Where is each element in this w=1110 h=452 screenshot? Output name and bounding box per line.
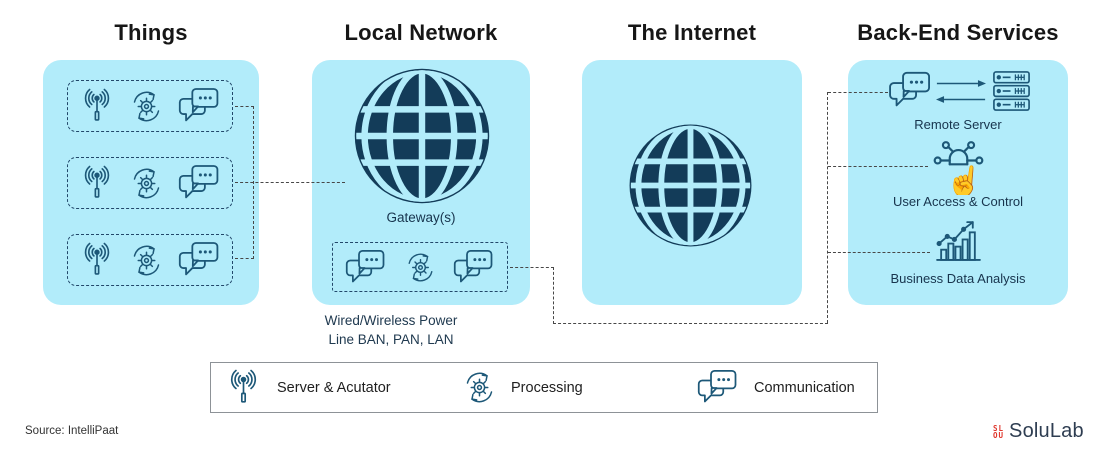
- service-label: Business Data Analysis: [890, 271, 1026, 286]
- legend-item-processing: Processing: [463, 363, 583, 412]
- column-title-internet: The Internet: [627, 20, 757, 45]
- solulab-logo-mark-icon: SL OU: [993, 423, 1005, 440]
- chat-icon: [345, 249, 387, 286]
- legend-item-communication: Communication: [697, 363, 855, 412]
- chat-icon: [178, 241, 221, 279]
- chat-icon: [178, 87, 221, 125]
- antenna-icon: [225, 369, 262, 406]
- brand-logo: SL OU SoluLab: [993, 420, 1084, 443]
- server-stack-icon: [991, 69, 1032, 114]
- logo-mark-line: SL: [993, 423, 1005, 433]
- service-label: User Access & Control: [892, 194, 1024, 209]
- column-title-backend: Back-End Services: [857, 20, 1059, 45]
- chat-icon: [697, 369, 739, 406]
- antenna-icon: [79, 165, 115, 201]
- column-title-things: Things: [114, 20, 188, 45]
- connector-under-internet: [553, 323, 828, 324]
- things-device-row: [67, 234, 233, 286]
- logo-mark-line: OU: [993, 430, 1005, 440]
- column-title-local-network: Local Network: [344, 20, 498, 45]
- legend-label: Communication: [754, 379, 855, 396]
- gear-cycle-icon: [463, 371, 496, 404]
- gear-cycle-icon: [130, 167, 163, 200]
- connector-backend-vertical: [827, 92, 828, 323]
- gear-cycle-icon: [130, 244, 163, 277]
- things-device-row: [67, 80, 233, 132]
- legend-box: Server & Acutator Processing Communicati…: [210, 362, 878, 413]
- caption-line-2: Line BAN, PAN, LAN: [328, 332, 454, 347]
- connector-gateway-down: [553, 267, 554, 324]
- bar-chart-icon: [934, 217, 983, 264]
- connector-things-to-gateway: [235, 182, 345, 183]
- arrow-right-icon: [936, 79, 986, 88]
- legend-label: Server & Acutator: [277, 379, 391, 396]
- connector-gateway-out: [510, 267, 554, 268]
- connector-user-access: [828, 166, 928, 167]
- connector-things-row3: [235, 258, 254, 259]
- connector-remote-server: [828, 92, 888, 93]
- gear-cycle-icon: [130, 90, 163, 123]
- legend-label: Processing: [511, 379, 583, 396]
- connector-things-row1: [235, 106, 254, 107]
- antenna-icon: [79, 88, 115, 124]
- globe-icon: [627, 122, 754, 249]
- gear-cycle-icon: [405, 252, 436, 283]
- caption-line-1: Wired/Wireless Power: [324, 313, 458, 328]
- local-network-caption: Wired/Wireless Power Line BAN, PAN, LAN: [291, 311, 491, 349]
- user-access-icon: [932, 138, 985, 195]
- legend-item-server-actuator: Server & Acutator: [225, 363, 391, 412]
- service-label: Remote Server: [914, 117, 1002, 132]
- connector-business-data: [828, 252, 930, 253]
- brand-name: SoluLab: [1009, 420, 1084, 442]
- things-device-row: [67, 157, 233, 209]
- globe-icon: [352, 66, 492, 206]
- chat-icon: [453, 249, 495, 286]
- chat-icon: [888, 71, 933, 110]
- chat-icon: [178, 164, 221, 202]
- arrow-left-icon: [936, 95, 986, 104]
- source-attribution: Source: IntelliPaat: [25, 425, 119, 437]
- gateway-label: Gateway(s): [386, 210, 456, 225]
- antenna-icon: [79, 242, 115, 278]
- gateway-row: [332, 242, 508, 292]
